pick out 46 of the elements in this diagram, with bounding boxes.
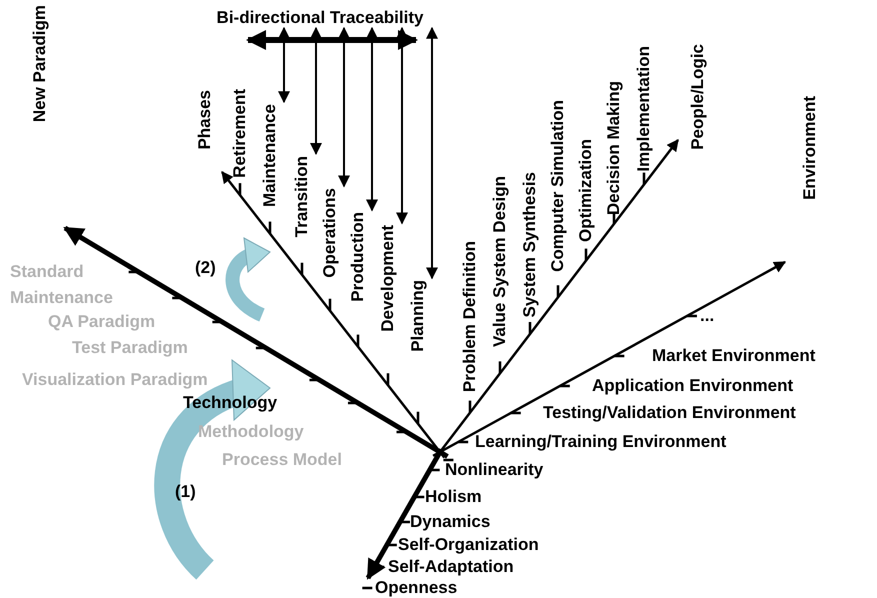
tick-label: QA Paradigm: [48, 312, 156, 332]
phase-label: Transition: [292, 156, 312, 237]
tick-label: Self-Adaptation: [388, 557, 514, 577]
tick-label: Nonlinearity: [445, 460, 544, 480]
tick-label: Implementation: [634, 46, 654, 172]
arrow: [310, 26, 322, 155]
axis-label: People/Logic: [688, 44, 708, 150]
heading: Bi-directional Traceability: [195, 8, 445, 28]
tick-label: Application Environment: [592, 376, 794, 396]
tick-label: Testing/Validation Environment: [543, 403, 796, 423]
tick-label: Openness: [375, 578, 458, 598]
phase-label: Development: [378, 225, 398, 332]
phase-label: Maintenance: [260, 104, 280, 207]
tick-label: Standard: [10, 262, 84, 282]
phase-label: Production: [348, 212, 368, 302]
tick-label: Learning/Training Environment: [475, 432, 726, 452]
tick-label: Process Model: [222, 450, 342, 470]
tick-label: Decision Making: [604, 80, 624, 215]
tick-label: ...: [700, 306, 714, 326]
axis-label: Environment: [800, 96, 820, 200]
arrow: [278, 26, 290, 104]
step-number: (1): [175, 482, 196, 502]
tick-label: System Synthesis: [520, 172, 540, 318]
arrow: [338, 26, 350, 188]
tick-label: Optimization: [576, 139, 596, 242]
tick-label: Technology: [183, 393, 278, 413]
tick-label: Market Environment: [652, 346, 816, 366]
tick-label: Value System Design: [490, 176, 510, 347]
arrow: [396, 26, 408, 224]
tick-label: Test Paradigm: [72, 338, 188, 358]
tick-label: Methodology: [198, 422, 304, 442]
tick-label: Maintenance: [10, 288, 113, 308]
tick-label: Self-Organization: [398, 535, 539, 555]
tick-label: Visualization Paradigm: [22, 370, 208, 390]
tick-label: Dynamics: [410, 512, 490, 532]
step-number: (2): [195, 258, 216, 278]
axis-label: Phases: [195, 90, 215, 150]
phase-label: Planning: [408, 280, 428, 352]
axis-label: New Paradigm: [30, 4, 50, 122]
tick-label: Retirement: [230, 89, 250, 178]
arrow: [366, 26, 378, 212]
tick-label: Problem Definition: [460, 240, 480, 392]
tick-label: Computer Simulation: [548, 100, 568, 272]
arrow: [426, 26, 438, 280]
tick-label: Holism: [425, 487, 482, 507]
phase-label: Operations: [320, 188, 340, 278]
